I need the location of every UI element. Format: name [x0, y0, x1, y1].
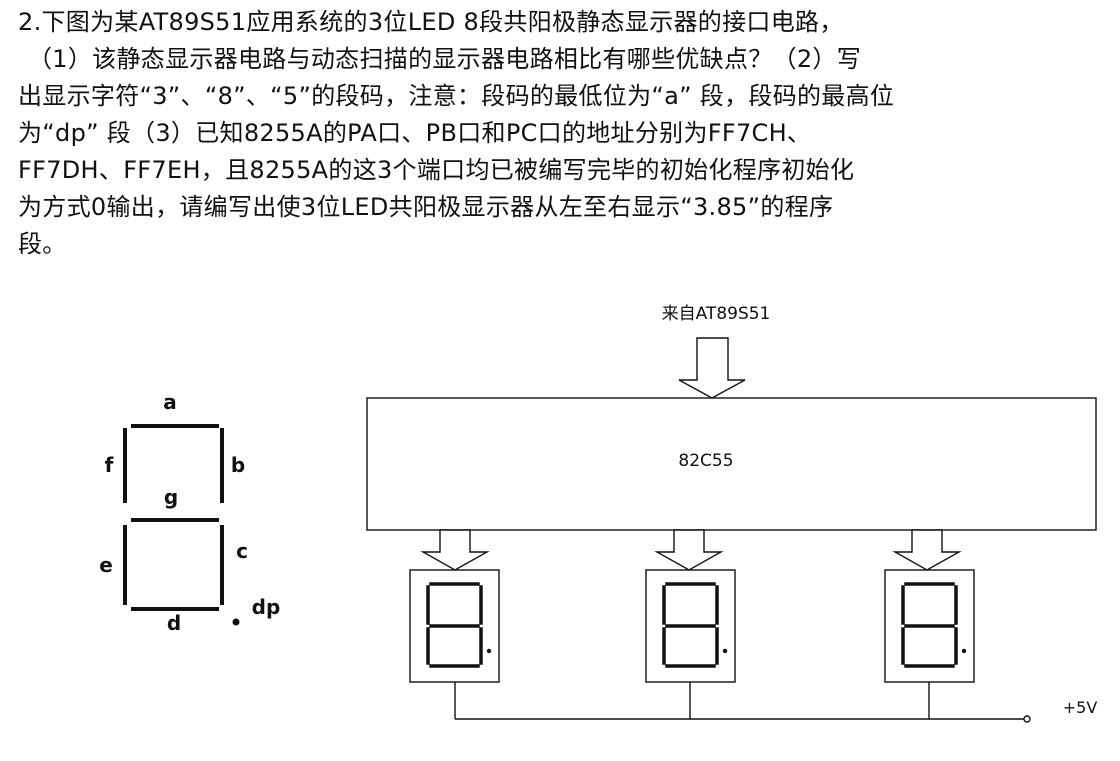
segment-label-e: e [99, 553, 113, 577]
question-line-4: 为“dp” 段（3）已知8255A的PA口、PB口和PC口的地址分别为FF7CH… [18, 119, 812, 147]
output-arrow-2 [654, 529, 724, 571]
segment-label-f: f [105, 453, 114, 477]
segment-label-d: d [167, 611, 181, 635]
question-line-5: FF7DH、FF7EH，且8255A的这3个端口均已被编写完毕的初始化程序初始化 [18, 156, 855, 184]
input-arrow [678, 337, 746, 399]
segment-label-g: g [164, 485, 178, 509]
chip-label: 82C55 [678, 451, 733, 471]
led-display-2 [645, 569, 736, 683]
question-line-2: （1）该静态显示器电路与动态扫描的显示器电路相比有哪些优缺点？（2）写 [28, 45, 862, 73]
question-text: 2.下图为某AT89S51应用系统的3位LED 8段共阳极静态显示器的接口电路，… [18, 4, 1113, 263]
segment-dp-dot [232, 618, 240, 626]
supply-wiring [454, 682, 1024, 720]
led-display-1 [409, 569, 500, 683]
question-line-6: 为方式0输出，请编写出使3位LED共阳极显示器从左至右显示“3.85”的程序 [18, 193, 834, 221]
supply-terminal [1023, 715, 1031, 723]
source-label: 来自AT89S51 [662, 304, 771, 324]
segment-reference-figure [123, 424, 224, 611]
question-line-3: 出显示字符“3”、“8”、“5”的段码，注意：段码的最低位为“a” 段，段码的最… [18, 82, 895, 110]
segment-label-a: a [163, 390, 177, 414]
question-line-7: 段。 [18, 230, 67, 258]
segment-label-c: c [236, 539, 248, 563]
supply-label: +5V [1063, 698, 1098, 717]
output-arrow-1 [420, 529, 490, 571]
led-display-3 [884, 569, 975, 683]
question-line-1: 2.下图为某AT89S51应用系统的3位LED 8段共阳极静态显示器的接口电路， [18, 8, 844, 36]
segment-label-b: b [231, 453, 245, 477]
chip-82c55-box [366, 397, 1097, 531]
output-arrow-3 [892, 529, 962, 571]
segment-label-dp: dp [252, 595, 281, 619]
